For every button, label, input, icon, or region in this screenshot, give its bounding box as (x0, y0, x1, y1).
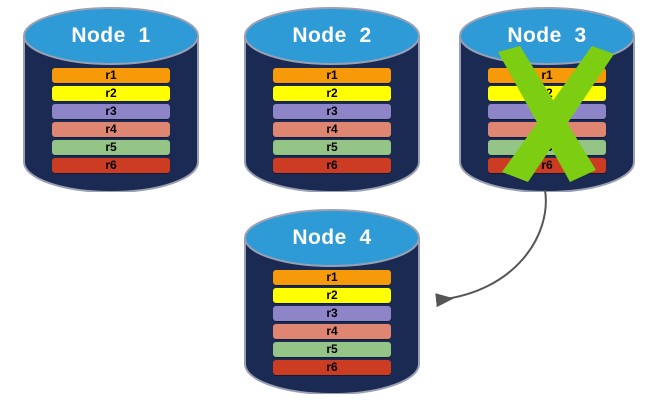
row-r4[interactable]: r4 (273, 122, 391, 137)
row-r5[interactable]: r5 (488, 140, 606, 155)
row-r5[interactable]: r5 (273, 342, 391, 357)
row-label-r1: r1 (105, 68, 117, 82)
row-label-r5: r5 (326, 140, 338, 154)
row-label-r1: r1 (326, 270, 338, 284)
row-label-r2: r2 (105, 86, 117, 100)
row-r3[interactable]: r3 (488, 104, 606, 119)
row-label-r3: r3 (326, 104, 338, 118)
row-label-r2: r2 (541, 86, 553, 100)
row-r4[interactable]: r4 (488, 122, 606, 137)
row-r1[interactable]: r1 (52, 68, 170, 83)
row-r6[interactable]: r6 (52, 158, 170, 173)
row-r1[interactable]: r1 (273, 270, 391, 285)
row-label-r1: r1 (541, 68, 553, 82)
row-label-r4: r4 (541, 122, 553, 136)
row-r3[interactable]: r3 (52, 104, 170, 119)
row-r5[interactable]: r5 (52, 140, 170, 155)
row-r2[interactable]: r2 (273, 288, 391, 303)
row-label-r6: r6 (326, 360, 338, 374)
row-label-r4: r4 (326, 122, 338, 136)
row-stack-node4: r1 r2 r3 r4 r5 r6 (273, 270, 391, 378)
node-cylinder-node1[interactable]: Node 1 r1 r2 r3 r4 r5 r6 (22, 6, 200, 192)
row-label-r3: r3 (541, 104, 553, 118)
row-label-r1: r1 (326, 68, 338, 82)
row-r3[interactable]: r3 (273, 104, 391, 119)
row-r2[interactable]: r2 (488, 86, 606, 101)
row-label-r4: r4 (105, 122, 117, 136)
row-r1[interactable]: r1 (488, 68, 606, 83)
row-r6[interactable]: r6 (488, 158, 606, 173)
row-r2[interactable]: r2 (273, 86, 391, 101)
node-cylinder-node4[interactable]: Node 4 r1 r2 r3 r4 r5 r6 (243, 208, 421, 394)
row-label-r3: r3 (326, 306, 338, 320)
row-stack-node3: r1 r2 r3 r4 r5 r6 (488, 68, 606, 176)
row-label-r2: r2 (326, 288, 338, 302)
row-label-r2: r2 (326, 86, 338, 100)
row-stack-node2: r1 r2 r3 r4 r5 r6 (273, 68, 391, 176)
row-r2[interactable]: r2 (52, 86, 170, 101)
row-label-r6: r6 (541, 158, 553, 172)
row-label-r5: r5 (326, 342, 338, 356)
node-cylinder-node3[interactable]: Node 3 r1 r2 r3 r4 r5 r6 (458, 6, 636, 192)
row-r1[interactable]: r1 (273, 68, 391, 83)
row-r6[interactable]: r6 (273, 158, 391, 173)
row-r4[interactable]: r4 (273, 324, 391, 339)
row-label-r6: r6 (105, 158, 117, 172)
row-label-r5: r5 (105, 140, 117, 154)
row-stack-node1: r1 r2 r3 r4 r5 r6 (52, 68, 170, 176)
row-r3[interactable]: r3 (273, 306, 391, 321)
node-cylinder-node2[interactable]: Node 2 r1 r2 r3 r4 r5 r6 (243, 6, 421, 192)
row-label-r6: r6 (326, 158, 338, 172)
row-r5[interactable]: r5 (273, 140, 391, 155)
row-label-r5: r5 (541, 140, 553, 154)
row-r6[interactable]: r6 (273, 360, 391, 375)
row-label-r4: r4 (326, 324, 338, 338)
row-label-r3: r3 (105, 104, 117, 118)
row-r4[interactable]: r4 (52, 122, 170, 137)
